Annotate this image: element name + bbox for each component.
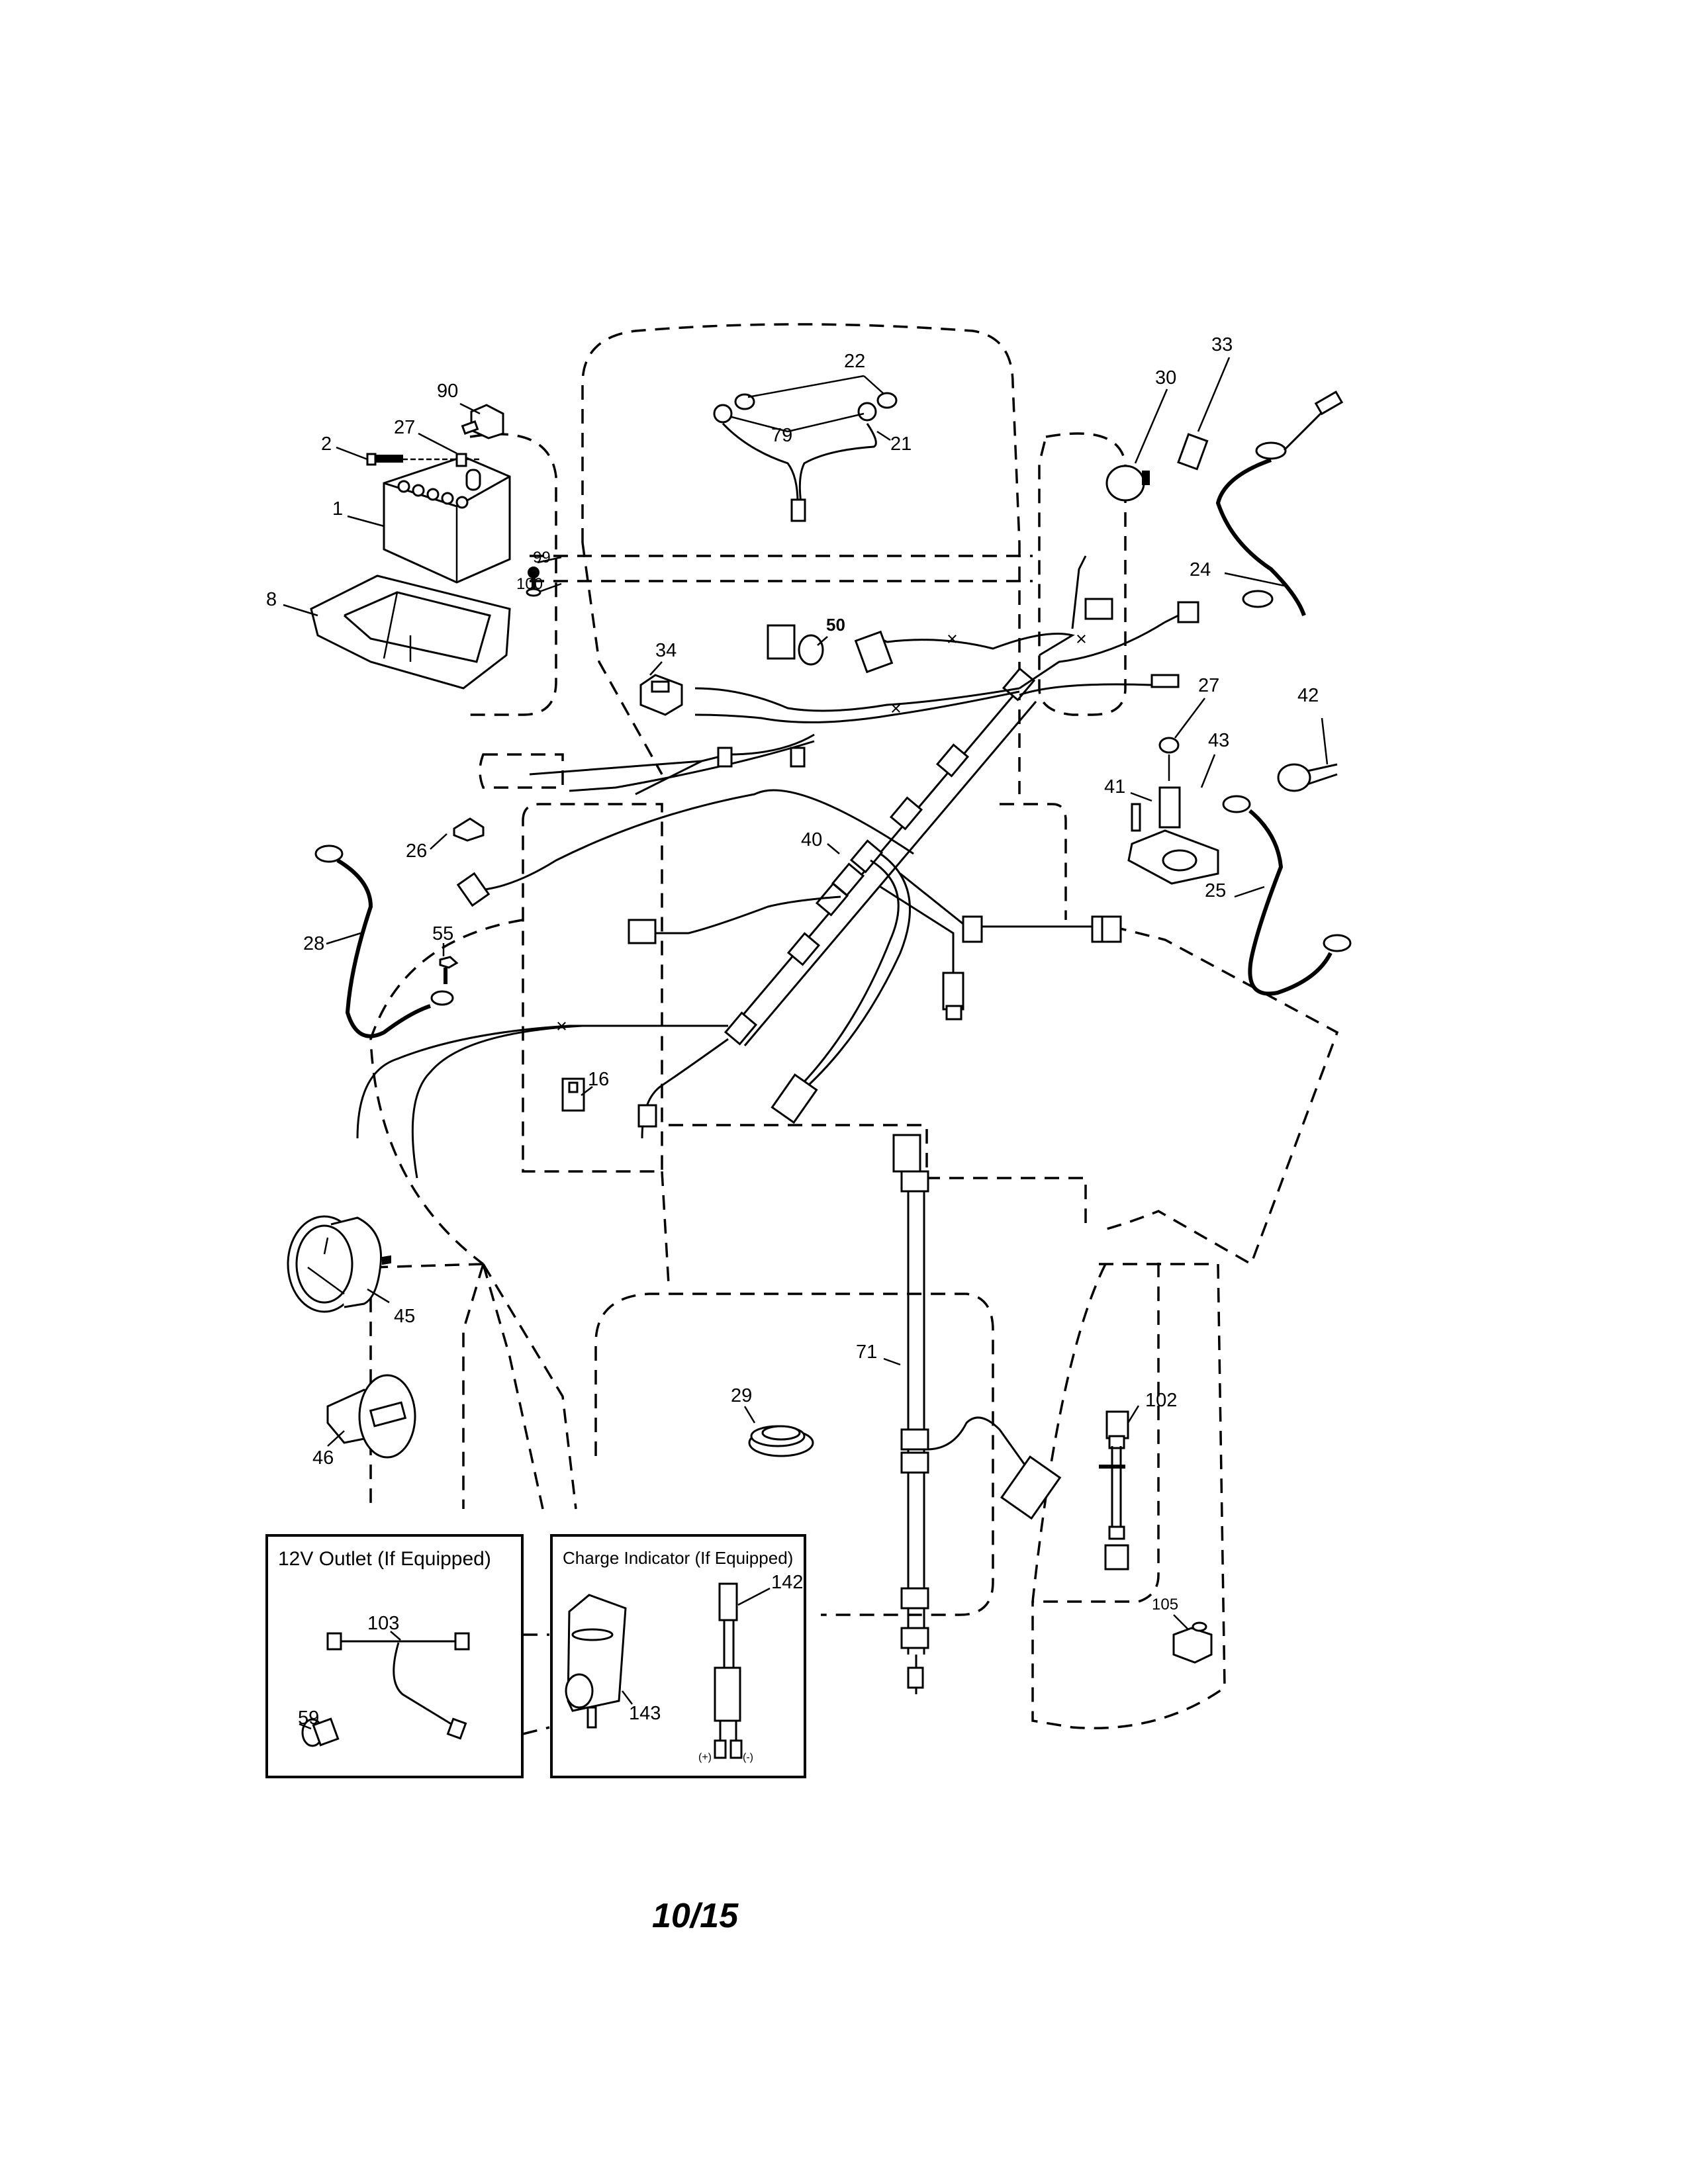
callout-102: 102 bbox=[1145, 1390, 1177, 1411]
callout-22: 22 bbox=[844, 351, 865, 372]
battery-cable-25 bbox=[1222, 795, 1352, 996]
callout-8: 8 bbox=[266, 589, 277, 610]
harness-71 bbox=[892, 1134, 1062, 1694]
frame-outline bbox=[369, 323, 1339, 1735]
callout-79: 79 bbox=[771, 425, 792, 446]
ignition-switch bbox=[1105, 433, 1209, 502]
callout-43: 43 bbox=[1208, 730, 1229, 751]
switch-34 bbox=[639, 674, 683, 716]
cut-marker: × bbox=[947, 629, 958, 650]
harness-102 bbox=[1099, 1410, 1129, 1570]
ammeter-45 bbox=[287, 1215, 391, 1313]
callout-labels: 90 27 2 1 99 100 8 22 79 21 30 33 24 34 … bbox=[266, 334, 1319, 1729]
callout-33: 33 bbox=[1211, 334, 1233, 355]
callout-55: 55 bbox=[432, 923, 453, 944]
callout-30: 30 bbox=[1155, 367, 1176, 388]
callout-25: 25 bbox=[1205, 880, 1226, 901]
ground-cable-28 bbox=[314, 844, 454, 1038]
fuse-26 bbox=[453, 817, 485, 842]
callout-1: 1 bbox=[332, 498, 343, 520]
callout-28: 28 bbox=[303, 933, 324, 954]
callout-45: 45 bbox=[394, 1306, 415, 1327]
inset-title-charge-indicator: Charge Indicator (If Equipped) bbox=[563, 1548, 793, 1568]
callout-71: 71 bbox=[856, 1342, 877, 1363]
cut-marker: × bbox=[1076, 629, 1087, 650]
callout-40: 40 bbox=[801, 829, 822, 850]
callout-41: 41 bbox=[1104, 776, 1125, 797]
callout-27: 27 bbox=[394, 417, 415, 438]
tray-screw bbox=[526, 567, 541, 597]
callout-99: 99 bbox=[533, 549, 551, 567]
callout-59: 59 bbox=[298, 1707, 319, 1729]
callout-29: 29 bbox=[731, 1385, 752, 1406]
callout-2: 2 bbox=[321, 433, 332, 455]
callout-100: 100 bbox=[516, 575, 543, 593]
callout-142: 142 bbox=[771, 1572, 803, 1593]
cut-marker: × bbox=[556, 1016, 567, 1037]
battery-hardware bbox=[366, 404, 504, 467]
callout-103: 103 bbox=[367, 1613, 399, 1634]
cut-marker: × bbox=[890, 698, 902, 719]
plug-29 bbox=[748, 1425, 814, 1457]
main-wiring-harness: × × × × bbox=[356, 555, 1199, 1179]
callout-105: 105 bbox=[1152, 1596, 1178, 1614]
callout-42: 42 bbox=[1297, 685, 1319, 706]
callout-21: 21 bbox=[890, 433, 912, 455]
relay-16 bbox=[561, 1077, 585, 1112]
starter-solenoid bbox=[1127, 737, 1338, 885]
callout-143: 143 bbox=[629, 1703, 661, 1724]
battery-tray bbox=[310, 574, 511, 690]
callout-27-solenoid: 27 bbox=[1198, 675, 1219, 696]
callout-24: 24 bbox=[1190, 559, 1211, 580]
leader-lines bbox=[283, 357, 1329, 1730]
page-number: 10/15 bbox=[652, 1897, 739, 1935]
callout-34: 34 bbox=[655, 640, 677, 661]
inset-title-12v-outlet: 12V Outlet (If Equipped) bbox=[278, 1548, 491, 1570]
battery bbox=[383, 455, 511, 584]
bolt-55 bbox=[439, 956, 459, 984]
polarity-plus: (+) bbox=[698, 1752, 712, 1763]
callout-26: 26 bbox=[406, 841, 427, 862]
battery-cable-24 bbox=[1215, 390, 1344, 616]
headlight-harness bbox=[713, 392, 898, 522]
callout-16: 16 bbox=[588, 1069, 609, 1090]
hourmeter-46 bbox=[326, 1374, 416, 1459]
switch-105 bbox=[1172, 1621, 1213, 1664]
switch-50 bbox=[767, 624, 824, 666]
callout-50: 50 bbox=[826, 615, 845, 635]
polarity-minus: (-) bbox=[743, 1752, 753, 1763]
callout-90: 90 bbox=[437, 381, 458, 402]
callout-46: 46 bbox=[312, 1447, 334, 1469]
inset-charge-indicator bbox=[550, 1534, 806, 1778]
inset-12v-outlet bbox=[265, 1534, 524, 1778]
